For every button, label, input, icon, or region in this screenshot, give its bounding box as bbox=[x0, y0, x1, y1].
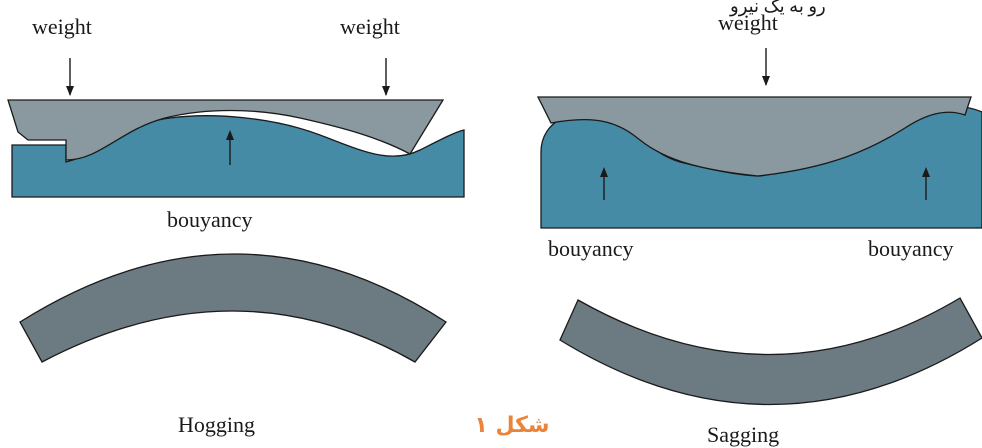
sagging-panel: weight bouyancy bouyancy Sagging bbox=[536, 10, 982, 447]
sagging-buoyancy-label-right: bouyancy bbox=[868, 236, 954, 261]
hogging-weight-arrowhead-left bbox=[66, 86, 74, 96]
hogging-panel: weight weight bouyancy Hogging bbox=[7, 14, 465, 437]
sagging-buoyancy-arrowhead-left bbox=[600, 167, 608, 177]
sagging-beam bbox=[559, 297, 982, 406]
sagging-weight-label: weight bbox=[718, 10, 778, 35]
sagging-weight-arrowhead bbox=[762, 76, 770, 86]
sagging-buoyancy-label-left: bouyancy bbox=[548, 236, 634, 261]
top-cut-text: رو به یک نیرو bbox=[729, 0, 826, 17]
hogging-weight-label-left: weight bbox=[32, 14, 92, 39]
figure-caption: شکل ۱ bbox=[474, 413, 549, 438]
sagging-buoyancy-arrowhead-right bbox=[922, 167, 930, 177]
sagging-hull bbox=[536, 96, 972, 177]
hogging-weight-arrowhead-right bbox=[382, 86, 390, 96]
hogging-title: Hogging bbox=[178, 412, 255, 437]
sagging-title: Sagging bbox=[707, 422, 779, 447]
hogging-buoyancy-label: bouyancy bbox=[167, 207, 253, 232]
hogging-beam bbox=[19, 253, 447, 363]
hogging-buoyancy-arrowhead bbox=[226, 130, 234, 140]
hogging-weight-label-right: weight bbox=[340, 14, 400, 39]
hogging-hull bbox=[7, 99, 445, 161]
